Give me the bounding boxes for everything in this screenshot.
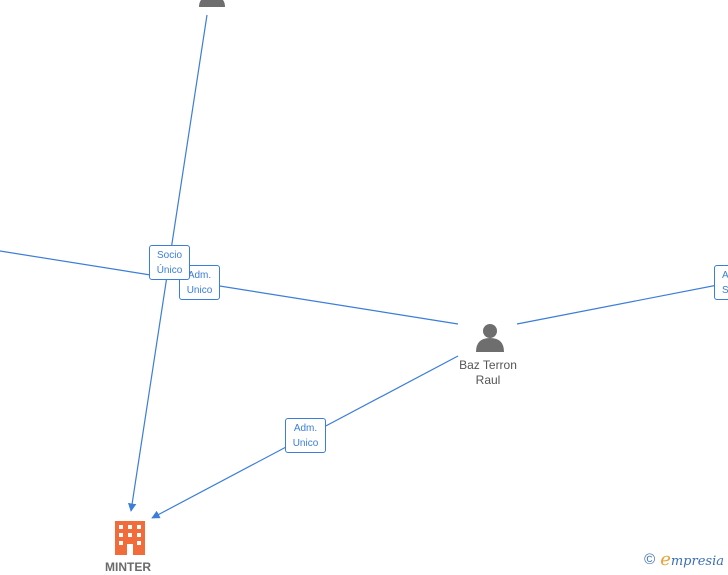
- person-baz-terron-name[interactable]: Baz Terron Raul: [459, 358, 517, 387]
- edge-label-socio-unico: Socio Único: [149, 245, 190, 280]
- company-minter-name[interactable]: MINTER: [105, 560, 151, 574]
- person-baz-terron-icon[interactable]: [476, 324, 504, 352]
- edge-left-to-baz: [0, 250, 459, 325]
- building-icon[interactable]: [115, 521, 145, 555]
- empresia-logo: empresia: [660, 549, 724, 570]
- empresia-brand: © empresia: [644, 549, 724, 570]
- edge-right-to-baz: [516, 282, 728, 325]
- person-top-icon[interactable]: [199, 0, 225, 7]
- copyright-symbol: ©: [644, 551, 656, 568]
- edge-label-right-partial: A S: [714, 265, 728, 300]
- edge-label-adm-unico-lower: Adm. Unico: [285, 418, 326, 453]
